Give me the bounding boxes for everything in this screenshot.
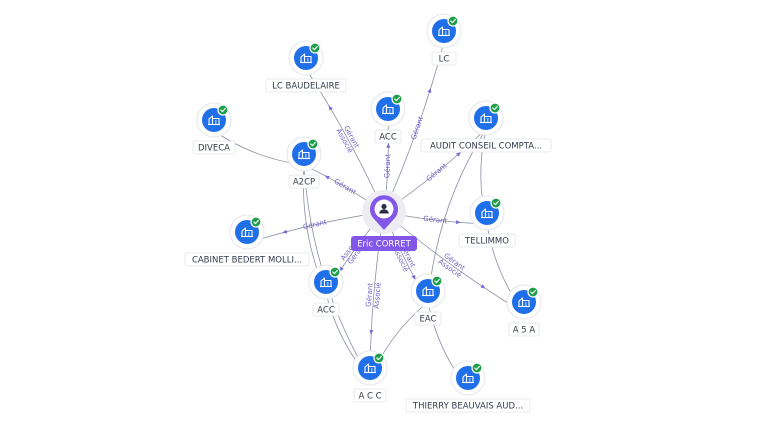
company-building-icon <box>462 373 474 384</box>
company-node-tellimmo[interactable]: TELLIMMO <box>458 195 516 248</box>
relation-label: Gérant <box>425 162 449 184</box>
relation-label: Gérant <box>365 282 375 307</box>
company-node-a-c-c[interactable]: A C C <box>352 350 388 403</box>
node-label-bg <box>192 140 236 155</box>
verified-check-icon <box>307 138 319 150</box>
company-building-icon <box>241 227 253 238</box>
company-building-icon <box>480 113 492 124</box>
company-building-icon <box>300 53 312 64</box>
company-node-lc-baudelaire[interactable]: LC BAUDELAIRE <box>265 40 347 93</box>
company-node-a5a[interactable]: A 5 A <box>506 284 542 337</box>
verified-check-icon <box>373 352 385 364</box>
relation-arrow <box>281 229 288 234</box>
person-icon <box>379 203 389 214</box>
node-label: LC <box>439 55 450 65</box>
relation-arrow <box>369 329 374 336</box>
verified-check-icon <box>431 275 443 287</box>
center-person-node[interactable]: Eric CORRET <box>351 190 417 251</box>
node-label: AUDIT CONSEIL COMPTA... <box>430 142 542 152</box>
node-label: TELLIMMO <box>464 237 509 247</box>
node-label-bg <box>265 78 347 93</box>
node-label-bg <box>374 129 402 144</box>
company-building-icon <box>208 115 220 126</box>
relation-arrow <box>328 105 333 111</box>
node-label: CABINET BEDERT MOLLI... <box>192 256 302 266</box>
node-label-bg <box>414 311 442 326</box>
node-label-bg <box>508 322 540 337</box>
center-name-label: Eric CORRET <box>357 240 411 250</box>
verified-check-icon <box>329 266 341 278</box>
relation-label: Gérant <box>423 215 448 226</box>
verified-check-icon <box>250 216 262 228</box>
node-label-bg <box>288 174 320 189</box>
verified-check-icon <box>217 104 229 116</box>
company-node-eac[interactable]: EAC <box>410 273 446 326</box>
node-label: ACC <box>379 133 397 143</box>
company-node-cabinet-bedert[interactable]: CABINET BEDERT MOLLI... <box>184 214 310 267</box>
company-building-icon <box>320 277 332 288</box>
node-label: DIVECA <box>198 144 230 154</box>
node-label: A 5 A <box>513 326 536 336</box>
verified-check-icon <box>471 362 483 374</box>
node-label-bg <box>405 398 531 413</box>
company-node-audit-conseil[interactable]: AUDIT CONSEIL COMPTA... <box>420 100 552 153</box>
relation-arrow <box>386 142 391 148</box>
verified-check-icon <box>309 42 321 54</box>
verified-check-icon <box>527 286 539 298</box>
company-building-icon <box>382 104 394 115</box>
company-node-a2cp[interactable]: A2CP <box>286 136 322 189</box>
relation-arrow <box>455 151 462 157</box>
company-building-icon <box>438 26 450 37</box>
node-label: A2CP <box>293 178 315 188</box>
verified-check-icon <box>391 93 403 105</box>
node-label: ACC <box>317 306 335 316</box>
node-label: A C C <box>358 392 381 402</box>
relation-label: Gérant <box>333 177 358 196</box>
company-node-acc-top[interactable]: ACC <box>370 91 406 144</box>
relation-arrow <box>411 274 416 281</box>
company-building-icon <box>422 286 434 297</box>
node-label-bg <box>184 252 310 267</box>
relation-label: Gérant <box>383 154 392 179</box>
company-node-diveca[interactable]: DIVECA <box>192 102 236 155</box>
node-label-bg <box>431 51 457 66</box>
node-label: THIERRY BEAUVAIS AUD... <box>412 402 523 412</box>
node-label: LC BAUDELAIRE <box>272 82 340 92</box>
relation-label: Gérant <box>410 115 426 141</box>
node-label-bg <box>353 388 387 403</box>
center-name-badge <box>351 236 417 251</box>
company-node-thierry-beauvais[interactable]: THIERRY BEAUVAIS AUD... <box>405 360 531 413</box>
node-label-bg <box>458 233 516 248</box>
relation-arrow <box>324 175 330 180</box>
relation-arrow <box>427 87 432 94</box>
relation-arrow <box>455 220 461 225</box>
company-node-lc[interactable]: LC <box>426 13 462 66</box>
relation-label: Associé <box>373 282 383 309</box>
node-label-bg <box>312 302 340 317</box>
verified-check-icon <box>447 15 459 27</box>
node-label-bg <box>420 138 552 153</box>
company-building-icon <box>481 208 493 219</box>
nodes-layer: LC LC BAUDELAIRE ACC AUDIT CONSEIL COMPTA..… <box>184 13 552 413</box>
verified-check-icon <box>489 102 501 114</box>
company-building-icon <box>518 297 530 308</box>
company-building-icon <box>298 149 310 160</box>
company-building-icon <box>364 363 376 374</box>
relation-arrow <box>480 284 486 289</box>
node-label: EAC <box>420 315 437 325</box>
company-node-acc-left[interactable]: ACC <box>308 264 344 317</box>
verified-check-icon <box>490 197 502 209</box>
